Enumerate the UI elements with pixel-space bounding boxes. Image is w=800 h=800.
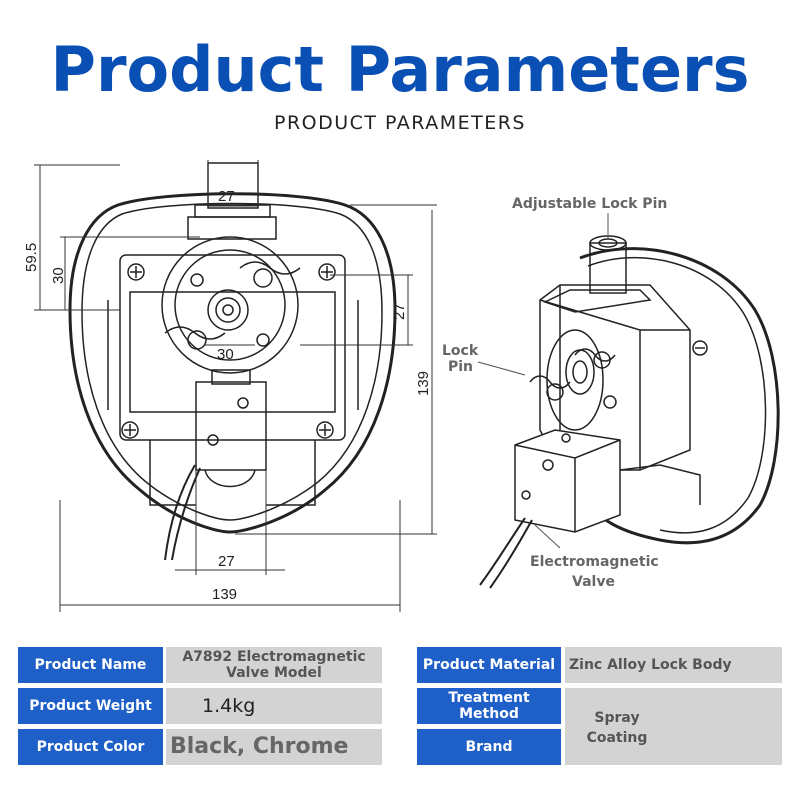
dim-bottom-27: 27 (218, 553, 235, 570)
spec-value-treatment-line2: Coating (586, 730, 648, 746)
spec-value-product-material: Zinc Alloy Lock Body (565, 647, 782, 683)
technical-drawing: 27 59.5 30 27 139 30 27 139 (23, 160, 780, 612)
spec-value-product-name-line1: A7892 Electromagnetic (182, 649, 366, 665)
callout-adjustable-lock-pin: Adjustable Lock Pin (512, 196, 667, 212)
callout-lock-pin-line1: Lock (442, 343, 479, 359)
spec-label-treatment-method: Treatment Method (417, 688, 561, 724)
spec-value-product-color: Black, Chrome (166, 729, 382, 765)
spec-value-treatment-line1: Spray (594, 710, 640, 726)
dim-center-30: 30 (217, 346, 234, 363)
spec-label-treatment-line1: Treatment (448, 690, 530, 706)
dim-bottom-139: 139 (212, 586, 237, 603)
leader-lines (477, 213, 609, 549)
page-subtitle: PRODUCT PARAMETERS (273, 112, 526, 134)
dim-right-139: 139 (415, 371, 432, 396)
spec-value-treatment-method: Spray Coating (572, 708, 662, 748)
dim-left-30: 30 (50, 267, 67, 284)
front-view (68, 162, 397, 561)
spec-label-product-name: Product Name (18, 647, 163, 683)
isometric-view (479, 235, 780, 589)
page-title: Product Parameters (50, 33, 750, 106)
spec-label-brand: Brand (417, 729, 561, 765)
dimension-lines (34, 160, 437, 612)
dim-top-27: 27 (218, 188, 235, 205)
callout-valve-line1: Electromagnetic (530, 554, 659, 570)
spec-label-product-material: Product Material (417, 647, 561, 683)
spec-label-product-color: Product Color (18, 729, 163, 765)
spec-value-product-name: A7892 Electromagnetic Valve Model (166, 647, 382, 683)
callout-valve-line2: Valve (572, 574, 615, 590)
dim-left-59-5: 59.5 (23, 243, 40, 272)
spec-value-product-weight: 1.4kg (166, 688, 382, 724)
spec-label-treatment-line2: Method (459, 706, 519, 722)
callout-lock-pin-line2: Pin (448, 359, 473, 375)
dim-right-27: 27 (391, 303, 408, 320)
spec-value-product-name-line2: Valve Model (226, 665, 322, 681)
spec-value-treatment-brand (565, 688, 782, 765)
spec-label-product-weight: Product Weight (18, 688, 163, 724)
